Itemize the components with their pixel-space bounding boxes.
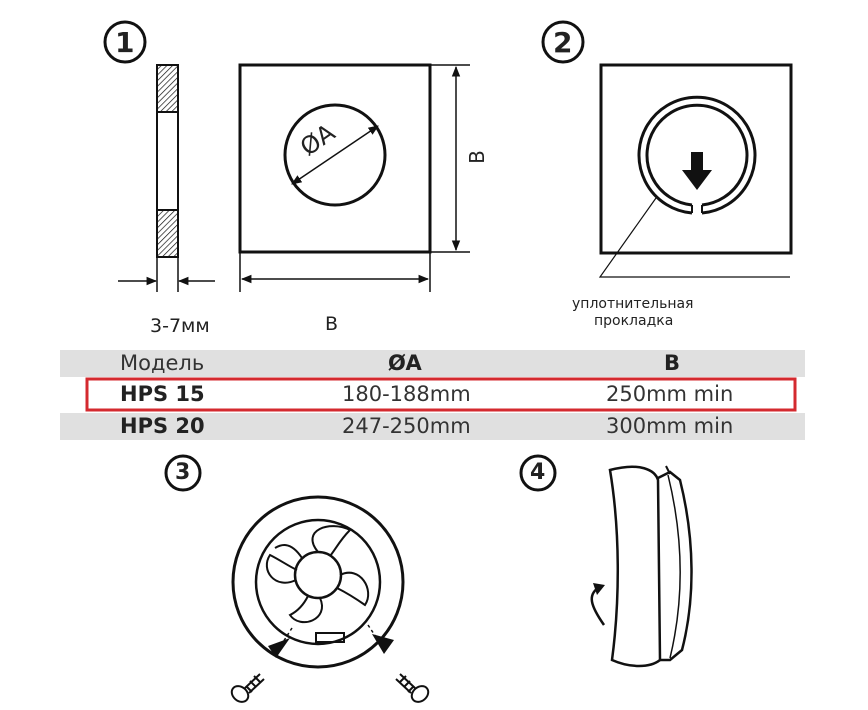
step-4-circle bbox=[519, 454, 557, 492]
row-b: 300mm min bbox=[606, 414, 734, 438]
screw-icon bbox=[230, 673, 265, 703]
step-1-circle bbox=[103, 20, 147, 64]
fan-side-view bbox=[590, 465, 693, 668]
header-model: Модель bbox=[120, 351, 205, 375]
table-row-band bbox=[60, 413, 805, 440]
table-row: HPS 20 247-250mm 300mm min bbox=[0, 413, 868, 440]
step-2-number: 2 bbox=[553, 26, 573, 59]
row-b: 250mm min bbox=[606, 382, 734, 406]
header-b: B bbox=[664, 351, 681, 375]
arrow-down-icon bbox=[682, 152, 712, 190]
thickness-label: 3-7мм bbox=[150, 315, 210, 337]
row-diameter: 247-250mm bbox=[342, 414, 471, 438]
header-diameter: ØA bbox=[388, 351, 422, 375]
rotate-arrow-icon bbox=[593, 583, 605, 595]
step-1-number: 1 bbox=[115, 26, 135, 59]
fan-front-view bbox=[230, 495, 430, 703]
highlight-frame bbox=[85, 377, 797, 412]
table-header-band bbox=[60, 350, 805, 377]
gasket-label-line1: уплотнительная bbox=[572, 296, 694, 312]
panel-section-view bbox=[118, 64, 215, 292]
step-3-circle bbox=[164, 454, 202, 492]
step-3-number: 3 bbox=[175, 460, 191, 485]
table-row: HPS 15 180-188mm 250mm min bbox=[0, 381, 868, 408]
step-2-circle bbox=[541, 20, 585, 64]
side-b-vertical-label: B bbox=[464, 150, 489, 164]
table-header: Модель ØA B bbox=[0, 350, 868, 377]
row-diameter: 180-188mm bbox=[342, 382, 471, 406]
wall-opening-view bbox=[238, 63, 470, 292]
gasket-view bbox=[598, 63, 793, 278]
screw-icon bbox=[395, 673, 430, 703]
gasket-label-line2: прокладка bbox=[594, 313, 674, 329]
row-model: HPS 20 bbox=[120, 414, 205, 438]
step-4-number: 4 bbox=[530, 460, 546, 485]
side-b-horizontal-label: B bbox=[325, 313, 339, 335]
row-model: HPS 15 bbox=[120, 382, 205, 406]
